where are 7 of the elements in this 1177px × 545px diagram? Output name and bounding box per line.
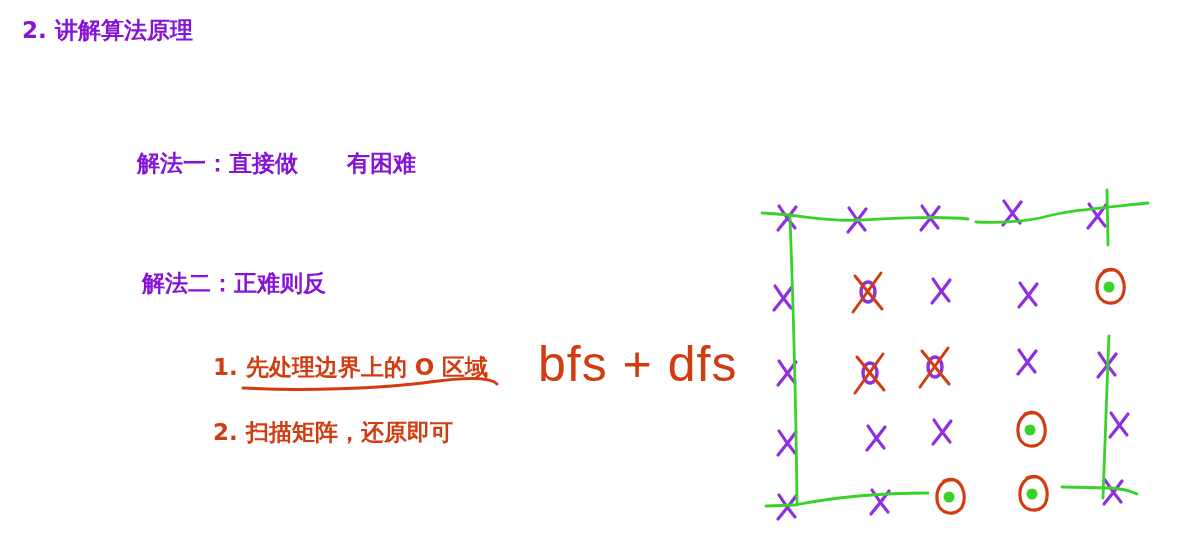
note-text: 有困难 (347, 149, 416, 177)
step-text: 1. 先处理边界上的 O 区域 (213, 353, 489, 381)
heading: 2. 讲解算法原理 (22, 16, 193, 44)
handwritten-note: bfs + dfs (538, 336, 738, 392)
step-text: 2. 扫描矩阵，还原即可 (213, 418, 453, 446)
method-text: 解法二：正难则反 (142, 269, 326, 297)
method-text: 解法一：直接做 (137, 149, 298, 177)
